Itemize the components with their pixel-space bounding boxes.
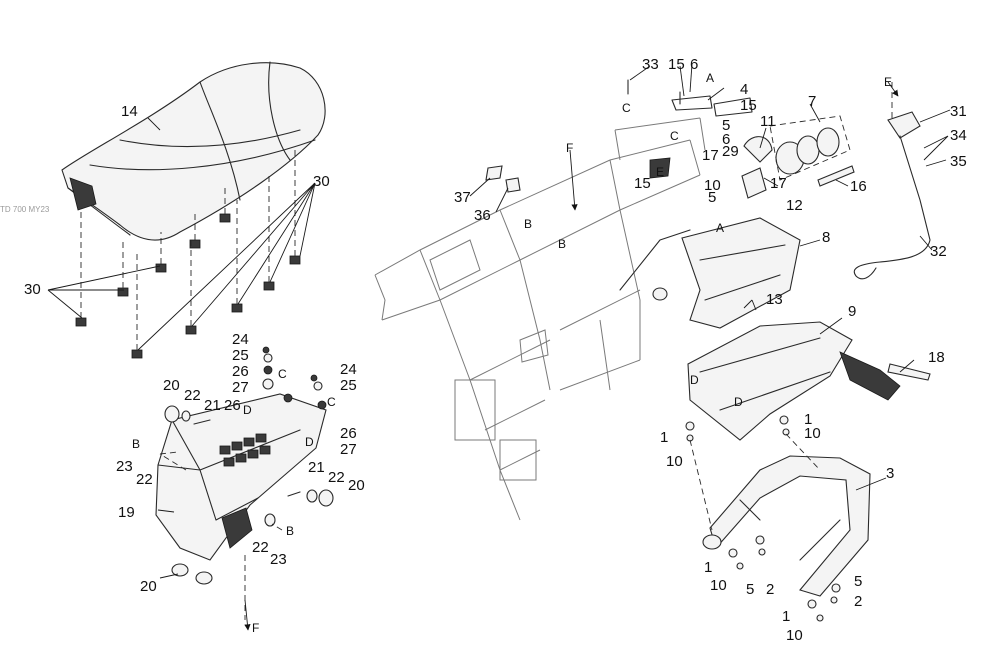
callout-14: 14: [121, 103, 138, 120]
callout-16: 16: [850, 178, 867, 195]
callout-1-left: 1: [660, 429, 668, 446]
letter-d-mudguard-right: D: [734, 395, 743, 409]
callout-15-low: 15: [634, 175, 651, 192]
callout-26-mid: 26: [224, 397, 241, 414]
callout-26-left: 26: [232, 363, 249, 380]
letter-b-frame-b: B: [558, 237, 566, 251]
callout-10-mid: 10: [704, 177, 721, 194]
callout-37: 37: [454, 189, 471, 206]
undertray-assembly: [155, 346, 334, 631]
callout-6-top: 6: [690, 56, 698, 73]
callout-22-right: 22: [328, 469, 345, 486]
callout-5-right: 5: [854, 573, 862, 590]
rear-subframe: [374, 117, 706, 521]
callout-31: 31: [950, 103, 967, 120]
reference-letters: A A C C C C F F E E B B B B D D D D: [132, 71, 892, 635]
callout-26-right: 26: [340, 425, 357, 442]
callout-20-bottom: 20: [140, 578, 157, 595]
callout-8: 8: [822, 229, 830, 246]
callout-15-mid: 15: [740, 97, 757, 114]
callout-5-top: 5: [722, 117, 730, 134]
letter-b-undertray-right: B: [286, 524, 294, 538]
callout-1-low: 1: [704, 559, 712, 576]
callout-3: 3: [886, 465, 894, 482]
tail-light-lens: [769, 115, 851, 181]
letter-f-bottom: F: [252, 621, 259, 635]
callout-21-top: 21: [204, 397, 221, 414]
callout-10-bottom: 10: [786, 627, 803, 644]
callout-23-bottom: 23: [270, 551, 287, 568]
callout-17-right: 17: [770, 175, 787, 192]
letter-d-mudguard-left: D: [690, 373, 699, 387]
callout-22-bottom: 22: [252, 539, 269, 556]
letter-c-undertray-left: C: [278, 367, 287, 381]
wiring-harness: [853, 81, 931, 280]
letter-d-undertray-left: D: [243, 403, 252, 417]
callout-32: 32: [930, 243, 947, 260]
callout-23-left: 23: [116, 458, 133, 475]
callout-15-top: 15: [668, 56, 685, 73]
callout-1-right: 1: [804, 411, 812, 428]
callout-36: 36: [474, 207, 491, 224]
leader-lines: [147, 63, 951, 579]
callout-30-left: 30: [24, 281, 41, 298]
callout-20-right: 20: [348, 477, 365, 494]
callout-30-right: 30: [313, 173, 330, 190]
letter-e-harness: E: [884, 75, 892, 89]
callout-7: 7: [808, 93, 816, 110]
letter-e-frame: E: [656, 165, 664, 179]
callout-6-mid: 6: [722, 131, 730, 148]
letter-d-undertray-right: D: [305, 435, 314, 449]
callout-25-right: 25: [340, 377, 357, 394]
callout-10-low: 10: [710, 577, 727, 594]
callout-20-top: 20: [163, 377, 180, 394]
callout-11: 11: [760, 113, 776, 130]
callout-2-right: 2: [854, 593, 862, 610]
letter-c-undertray-right: C: [327, 395, 336, 409]
callout-33: 33: [642, 56, 659, 73]
callout-22-top: 22: [184, 387, 201, 404]
callout-4: 4: [740, 81, 748, 98]
rear-mudguard-assembly: [485, 79, 931, 441]
letter-c-right: C: [670, 129, 679, 143]
callout-27-right: 27: [340, 441, 357, 458]
letter-b-undertray-left: B: [132, 437, 140, 451]
callout-24-left: 24: [232, 331, 249, 348]
undertray-grille: [219, 433, 271, 467]
callout-22-left: 22: [136, 471, 153, 488]
callout-10-left: 10: [666, 453, 683, 470]
callout-25-left: 25: [232, 347, 249, 364]
callout-13: 13: [766, 291, 783, 308]
callout-5-low: 5: [746, 581, 754, 598]
callout-24-right: 24: [340, 361, 357, 378]
letter-c-left: C: [622, 101, 631, 115]
callout-10-right: 10: [804, 425, 821, 442]
callout-17-left: 17: [702, 147, 719, 164]
callout-34: 34: [950, 127, 967, 144]
letter-f-top: F: [566, 141, 573, 155]
callout-12: 12: [786, 197, 803, 214]
callout-5-mid: 5: [708, 189, 716, 206]
callout-29: 29: [722, 143, 739, 160]
seat-clips: [47, 150, 316, 359]
callout-21-right: 21: [308, 459, 325, 476]
letter-a-top: A: [706, 71, 714, 85]
letter-a-mid: A: [716, 221, 724, 235]
grab-rail: [685, 415, 871, 622]
callout-numbers: 14 30 30 24 25 26 27 24 25 20 22 21 26 2…: [24, 56, 967, 644]
seat-assembly: [61, 61, 326, 241]
letter-b-frame-a: B: [524, 217, 532, 231]
reference-code: TD 700 MY23: [0, 205, 50, 214]
callout-2-low: 2: [766, 581, 774, 598]
callout-27-left: 27: [232, 379, 249, 396]
callout-9: 9: [848, 303, 856, 320]
callout-1-bottom: 1: [782, 608, 790, 625]
callout-18: 18: [928, 349, 945, 366]
callout-35: 35: [950, 153, 967, 170]
callout-19: 19: [118, 504, 135, 521]
